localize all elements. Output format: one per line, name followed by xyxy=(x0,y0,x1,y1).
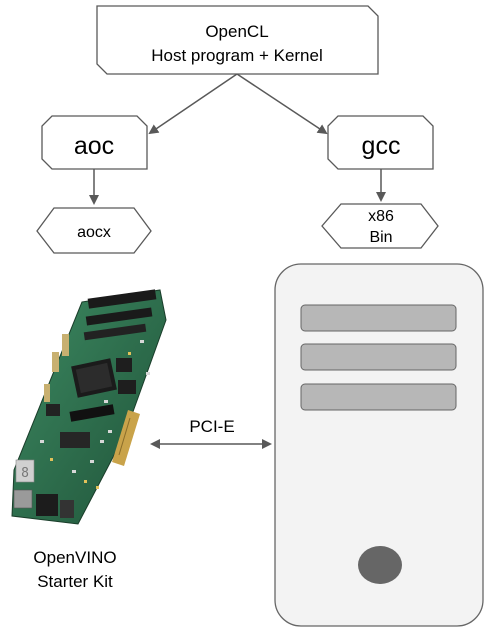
bin-label: Bin xyxy=(369,229,392,246)
fpga-board-photo: 8 xyxy=(11,289,167,525)
arrow-source-to-aoc xyxy=(148,73,238,135)
aoc-label: aoc xyxy=(74,132,114,160)
computer-tower-icon xyxy=(274,263,484,627)
board-caption-line2: Starter Kit xyxy=(37,572,113,591)
power-button xyxy=(358,546,402,584)
board-caption-line1: OpenVINO xyxy=(33,548,117,567)
pcie-label: PCI-E xyxy=(189,417,234,436)
x86-label: x86 xyxy=(368,208,394,225)
svg-text:8: 8 xyxy=(21,466,29,481)
board-caption: OpenVINO Starter Kit xyxy=(10,546,140,594)
aocx-output-hexagon: aocx xyxy=(36,207,152,254)
drive-bay-1 xyxy=(300,304,457,332)
drive-bay-2 xyxy=(300,343,457,371)
drive-bay-3 xyxy=(300,383,457,411)
aoc-compiler-box: aoc xyxy=(41,115,148,170)
arrow-source-to-gcc xyxy=(236,73,328,135)
gcc-label: gcc xyxy=(362,132,401,160)
source-title: OpenCL xyxy=(205,22,268,41)
source-box: OpenCL Host program + Kernel xyxy=(96,5,379,75)
x86-bin-output-hexagon: x86 Bin xyxy=(321,203,439,249)
source-subtitle: Host program + Kernel xyxy=(151,46,323,65)
aocx-label: aocx xyxy=(77,224,111,241)
gcc-compiler-box: gcc xyxy=(327,115,434,170)
